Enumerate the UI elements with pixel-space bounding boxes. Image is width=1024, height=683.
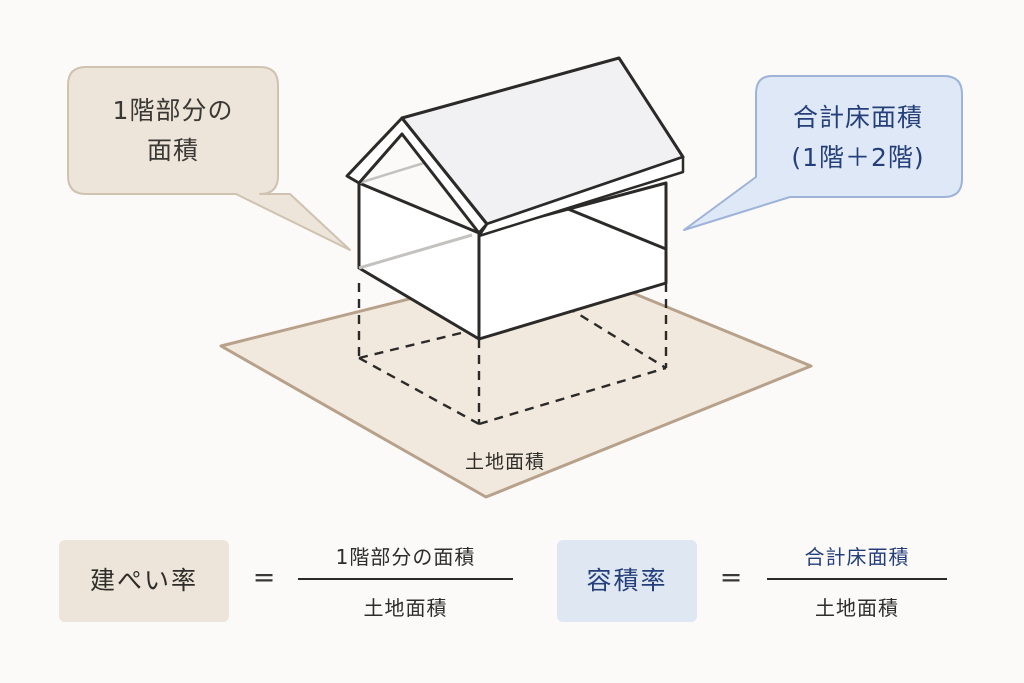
callout-total-floor-area: 合計床面積 (1階＋2階): [754, 76, 962, 197]
bcr-fraction-bar: [298, 578, 513, 580]
equals-sign-1: =: [252, 562, 276, 593]
callout-left-shape: [67, 66, 351, 251]
far-numerator: 合計床面積: [804, 545, 910, 569]
equals-sign-2: =: [719, 562, 743, 593]
callout-first-floor-line-2: 面積: [146, 136, 199, 165]
far-fraction-bar: [767, 578, 947, 580]
far-denominator: 土地面積: [815, 596, 899, 620]
callout-total-floor-line-2: (1階＋2階): [791, 143, 925, 172]
second-floor-line: [358, 233, 473, 270]
callout-right-shape: [683, 75, 963, 231]
callout-first-floor-area: 1階部分の 面積: [68, 67, 278, 194]
building-coverage-ratio-badge: 建ぺい率: [59, 540, 229, 622]
bcr-denominator: 土地面積: [363, 596, 448, 620]
land-area-label: 土地面積: [464, 451, 545, 473]
callout-first-floor-line-1: 1階部分の: [112, 96, 234, 125]
floor-area-ratio-badge: 容積率: [557, 540, 697, 622]
bcr-numerator: 1階部分の面積: [335, 545, 476, 569]
callout-total-floor-line-1: 合計床面積: [792, 103, 923, 132]
roof-eave: [477, 155, 685, 238]
